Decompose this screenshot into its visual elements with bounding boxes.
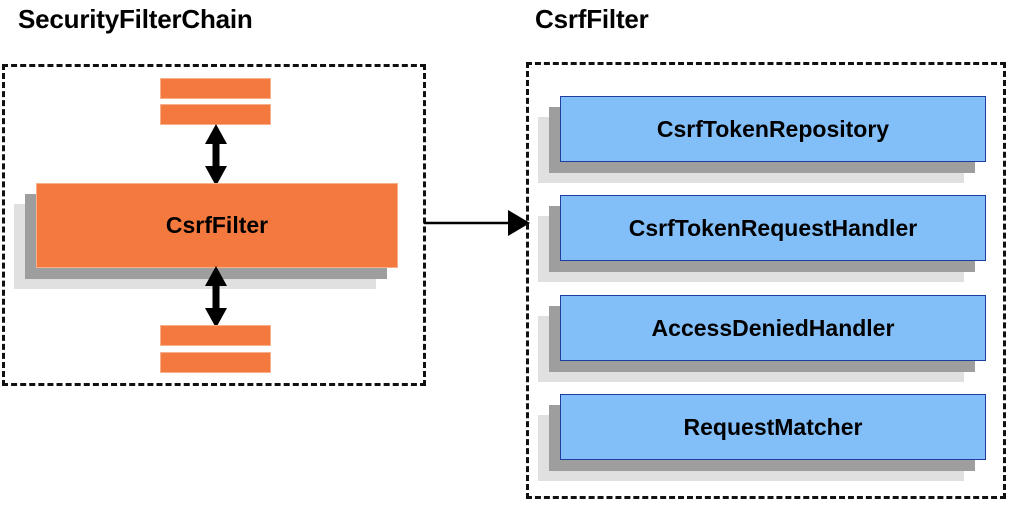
component-csrf-token-repository[interactable]: CsrfTokenRepository [538, 96, 986, 183]
component-access-denied-handler[interactable]: AccessDeniedHandler [538, 295, 986, 382]
component-label: CsrfTokenRepository [560, 96, 986, 162]
component-label: CsrfTokenRequestHandler [560, 195, 986, 261]
component-csrf-filter-in-chain[interactable]: CsrfFilter [14, 183, 398, 289]
component-csrf-token-request-handler[interactable]: CsrfTokenRequestHandler [538, 195, 986, 282]
filter-bar-above-2 [160, 104, 271, 125]
filter-bar-above-1 [160, 78, 271, 99]
double-arrow-above-icon [205, 124, 227, 186]
connector-arrow-right-icon [424, 210, 530, 236]
component-label: RequestMatcher [560, 394, 986, 460]
component-request-matcher[interactable]: RequestMatcher [538, 394, 986, 481]
component-label: AccessDeniedHandler [560, 295, 986, 361]
double-arrow-below-icon [205, 266, 227, 328]
group-box-security-filter-chain [2, 64, 426, 386]
group-box-csrf-filter [526, 62, 1006, 499]
component-label: CsrfFilter [36, 183, 398, 268]
panel-title-csrf-filter: CsrfFilter [535, 4, 649, 34]
filter-bar-below-1 [160, 325, 271, 346]
panel-title-security-filter-chain: SecurityFilterChain [18, 4, 253, 34]
filter-bar-below-2 [160, 352, 271, 373]
